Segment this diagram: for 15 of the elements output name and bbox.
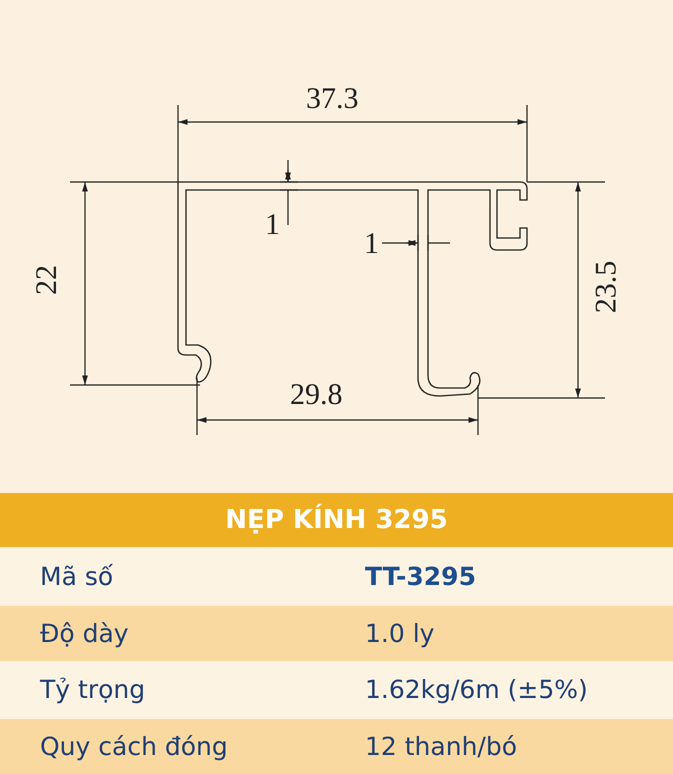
row-value: TT-3295 xyxy=(365,564,476,589)
dimension-label: 23.5 xyxy=(591,260,622,314)
row-label: Mã số xyxy=(40,564,114,589)
dimension-label: 22 xyxy=(32,265,62,295)
dimension-label: 29.8 xyxy=(290,380,342,410)
row-label: Độ dày xyxy=(40,620,129,646)
row-label: Tỷ trọng xyxy=(40,677,146,702)
row-value: 1.62kg/6m (±5%) xyxy=(365,677,588,702)
dimension-label: 37.3 xyxy=(306,84,358,114)
row-value: 1.0 ly xyxy=(365,620,434,646)
table-title: NẸP KÍNH 3295 xyxy=(225,505,448,535)
row-value: 12 thanh/bó xyxy=(365,734,518,758)
row-label: Quy cách đóng xyxy=(40,734,228,758)
dimension-label: 1 xyxy=(265,210,280,240)
dimension-label: 1 xyxy=(364,229,379,259)
